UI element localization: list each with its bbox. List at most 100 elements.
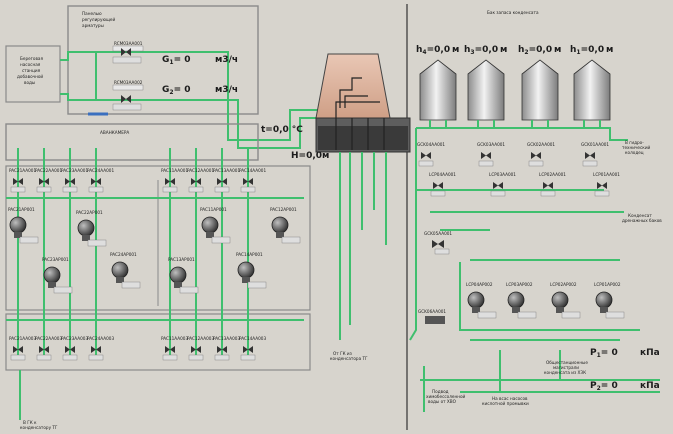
pump-icon <box>44 267 60 283</box>
pump-left-7[interactable]: PAC13AP001 <box>168 257 198 293</box>
valve-icon <box>585 152 595 159</box>
bottom-valve-3[interactable]: PAC23AA003 <box>61 336 88 360</box>
right-mid-valve-1[interactable]: LCP04AA001 <box>429 172 456 196</box>
valve-status-box <box>113 57 141 63</box>
tank-body-icon <box>522 60 558 120</box>
pump-status-box <box>562 312 580 318</box>
bottom-valve-row: PAC21AA003PAC22AA003PAC23AA003PAC24AA003… <box>9 336 266 360</box>
top-valve-4[interactable]: PAC24AA001 <box>87 168 114 192</box>
right-mid-valve-3-tag: LCP02AA001 <box>539 172 566 177</box>
bottom-valve-6[interactable]: PAC12AA003 <box>187 336 214 360</box>
pump-left-4-tag: PAC24AP001 <box>110 252 137 257</box>
shore-station-l3: станция <box>22 68 41 73</box>
pump-left-2-tag: PAC22AP001 <box>76 210 103 215</box>
level-h-readout: H=0,0м <box>291 151 329 161</box>
valve-status-box <box>241 187 255 192</box>
top-valve-6[interactable]: PAC12AA001 <box>187 168 214 192</box>
pressure-p2: P2= 0 <box>590 381 618 392</box>
right-top-valve-4[interactable]: GCK01AA001 <box>581 142 609 166</box>
flow-g2-unit: м3/ч <box>215 85 238 95</box>
avankamera-label: АВАНКАМЕРА <box>100 130 129 135</box>
valve-status-box <box>595 191 609 196</box>
right-pump-2[interactable]: LCP03AP002 <box>506 282 536 318</box>
valve-gck05-tag: GCK05AA001 <box>424 231 452 236</box>
pump-left-1[interactable]: PAC21AP001 <box>8 207 38 243</box>
pump-left-2[interactable]: PAC22AP001 <box>76 210 106 246</box>
right-top-valve-1[interactable]: GCK04AA001 <box>417 142 445 166</box>
pump-status-box <box>606 312 624 318</box>
valve-gck05[interactable]: GCK05AA001 <box>424 231 452 254</box>
right-pump-1[interactable]: LCP04AP002 <box>466 282 496 318</box>
valve-status-box <box>37 187 51 192</box>
right-mid-valve-2[interactable]: LCP03AA001 <box>489 172 516 196</box>
right-mid-valve-3[interactable]: LCP02AA001 <box>539 172 566 196</box>
flow-g1-unit: м3/ч <box>215 55 238 65</box>
top-valve-row: PAC21AA001PAC22AA001PAC23AA001PAC24AA001… <box>9 168 266 192</box>
valve-icon <box>493 182 503 189</box>
top-valve-8[interactable]: PAC14AA001 <box>239 168 266 192</box>
bottom-valve-1[interactable]: PAC21AA003 <box>9 336 36 360</box>
valve-status-box <box>163 355 177 360</box>
pump-left-3[interactable]: PAC23AP001 <box>42 257 72 293</box>
top-valve-3[interactable]: PAC23AA001 <box>61 168 88 192</box>
pump-left-8[interactable]: PAC14AP001 <box>236 252 266 288</box>
top-valve-4-tag: PAC24AA001 <box>87 168 114 173</box>
bottom-valve-5[interactable]: PAC11AA003 <box>161 336 188 360</box>
bottom-valve-2[interactable]: PAC22AA003 <box>35 336 62 360</box>
panel-label-1: Панелью <box>82 11 102 16</box>
valve-icon <box>121 95 131 103</box>
top-valve-5[interactable]: PAC11AA001 <box>161 168 188 192</box>
tank-body-icon <box>468 60 504 120</box>
top-valve-5-tag: PAC11AA001 <box>161 168 188 173</box>
bottom-valve-8[interactable]: PAC14AA003 <box>239 336 266 360</box>
right-mid-valve-4[interactable]: LCP01AA001 <box>593 172 620 196</box>
pump-status-box <box>180 287 198 293</box>
valve-status-box <box>241 355 255 360</box>
valve-status-box <box>215 355 229 360</box>
left-pump-group: PAC21AP001 PAC22AP001PAC23AP001 PAC24AP001… <box>8 207 300 293</box>
pressure-p1-unit: кПа <box>640 348 660 358</box>
bottom-valve-7[interactable]: PAC13AA003 <box>213 336 240 360</box>
right-top-valve-1-tag: GCK04AA001 <box>417 142 445 147</box>
right-pipes <box>410 128 660 412</box>
top-valve-1[interactable]: PAC21AA001 <box>9 168 36 192</box>
pump-left-6[interactable]: PAC12AP001 <box>270 207 300 243</box>
right-top-valve-4-tag: GCK01AA001 <box>581 142 609 147</box>
pump-left-5[interactable]: PAC11AP001 <box>200 207 230 243</box>
pump-icon <box>272 217 288 233</box>
tank-level-label: h4=0,0 <box>416 45 450 56</box>
valve-gck06-tag: GCK06AA001 <box>418 309 446 314</box>
right-pump-3[interactable]: LCP02AP002 <box>550 282 580 318</box>
right-mid-valve-4-tag: LCP01AA001 <box>593 172 620 177</box>
right-mid-valve-2-tag: LCP03AA001 <box>489 172 516 177</box>
top-valve-7[interactable]: PAC13AA001 <box>213 168 240 192</box>
panel-label-2: регулирующей <box>82 17 115 22</box>
pump-status-box <box>212 237 230 243</box>
right-top-valve-2[interactable]: GCK03AA001 <box>477 142 505 166</box>
valve-gck06[interactable]: GCK06AA001 <box>418 309 446 324</box>
tank-level-label: h3=0,0 <box>464 45 498 56</box>
pump-status-box <box>478 312 496 318</box>
flow-g1: G1= 0 <box>162 55 191 66</box>
valve-rcm2[interactable]: RCM03AA002 <box>113 80 143 110</box>
valve-status-box <box>215 187 229 192</box>
valve-status-box <box>479 161 493 166</box>
right-pump-4[interactable]: LCP01AP002 <box>594 282 624 318</box>
pump-icon <box>78 220 94 236</box>
pump-left-4[interactable]: PAC24AP001 <box>110 252 140 288</box>
pump-status-box <box>282 237 300 243</box>
pump-left-7-tag: PAC13AP001 <box>168 257 195 262</box>
valve-status-box <box>89 355 103 360</box>
valve-rcm1-tag: RCM03AA001 <box>114 41 143 46</box>
top-valve-2[interactable]: PAC22AA001 <box>35 168 62 192</box>
bottom-valve-4[interactable]: PAC24AA003 <box>87 336 114 360</box>
tank-level-label: h2=0,0 <box>518 45 552 56</box>
hydro-note-l3: колодец <box>625 150 644 155</box>
valve-status-box <box>431 191 445 196</box>
right-top-valve-3[interactable]: GCK02AA001 <box>527 142 555 166</box>
valve-status-box <box>583 161 597 166</box>
